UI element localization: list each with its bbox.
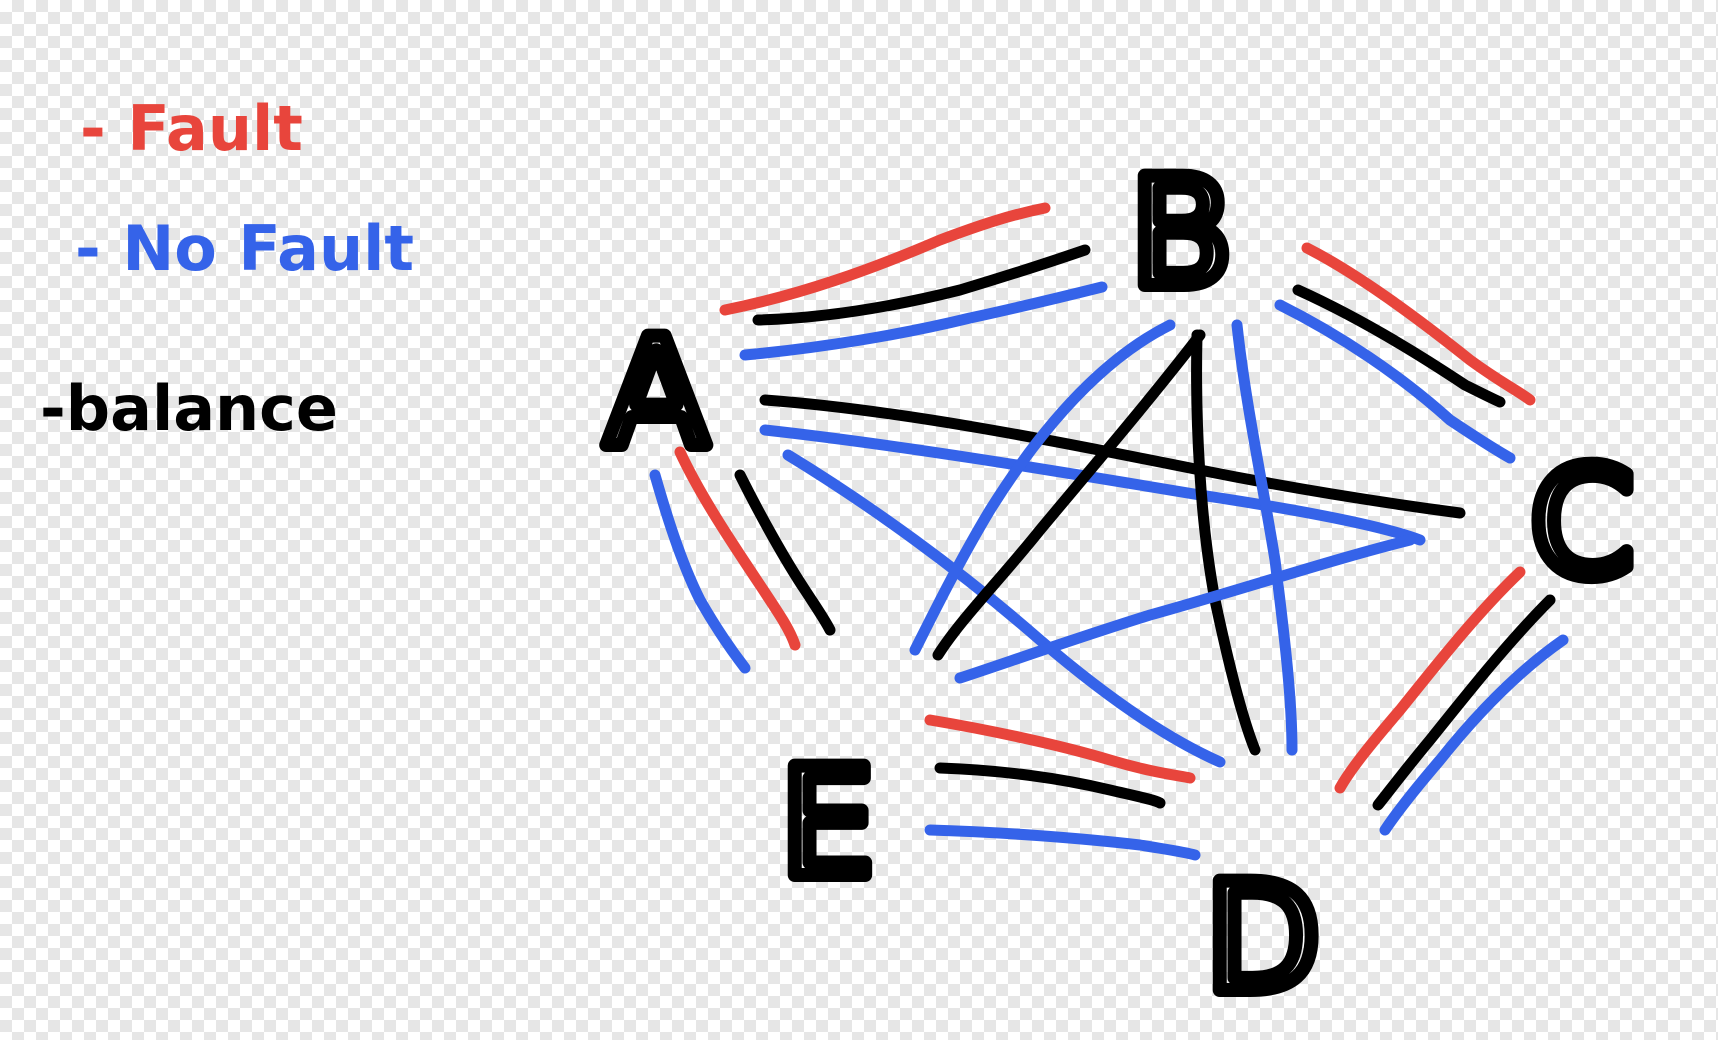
edge-b-d-balance <box>1191 329 1261 756</box>
edge-d-e-no-fault <box>924 824 1201 861</box>
edge-b-c-no-fault <box>1274 299 1516 464</box>
edge-c-d-fault <box>1334 566 1526 794</box>
edge-e-a-fault <box>674 446 801 651</box>
nodes: A B C D E <box>598 140 1642 1033</box>
edge-a-b-no-fault <box>739 281 1108 361</box>
edge-a-c-no-fault <box>759 424 1426 546</box>
legend-fault-label: - Fault <box>80 92 303 165</box>
node-d-label: D <box>1205 852 1321 1026</box>
edge-b-c-balance <box>1292 284 1506 408</box>
edge-b-e-balance <box>932 329 1206 661</box>
edge-e-a-no-fault <box>649 469 751 674</box>
edges <box>649 202 1569 861</box>
edge-b-d-no-fault <box>1231 319 1298 756</box>
edge-b-e-no-fault <box>909 319 1176 656</box>
edge-e-a-balance <box>734 469 836 636</box>
edge-d-e-balance <box>934 762 1166 809</box>
legend: - Fault - No Fault -balance <box>40 92 414 445</box>
node-a-label: A <box>605 307 708 481</box>
edge-a-b-balance <box>752 244 1091 326</box>
edge-c-d-no-fault <box>1379 634 1569 836</box>
legend-no-fault-label: - No Fault <box>75 212 414 285</box>
legend-balance-label: -balance <box>40 372 338 445</box>
edge-a-b-fault <box>719 202 1051 316</box>
edge-b-c-fault <box>1301 242 1536 406</box>
edge-d-e-fault <box>924 714 1196 784</box>
edge-c-d-balance <box>1372 594 1556 811</box>
node-c-label: C <box>1530 437 1635 611</box>
node-e-label: E <box>780 737 875 911</box>
edge-a-d-no-fault <box>782 449 1226 768</box>
edge-a-c-balance <box>759 394 1466 519</box>
node-b-label: B <box>1130 147 1233 321</box>
edge-c-e-no-fault <box>954 534 1416 684</box>
